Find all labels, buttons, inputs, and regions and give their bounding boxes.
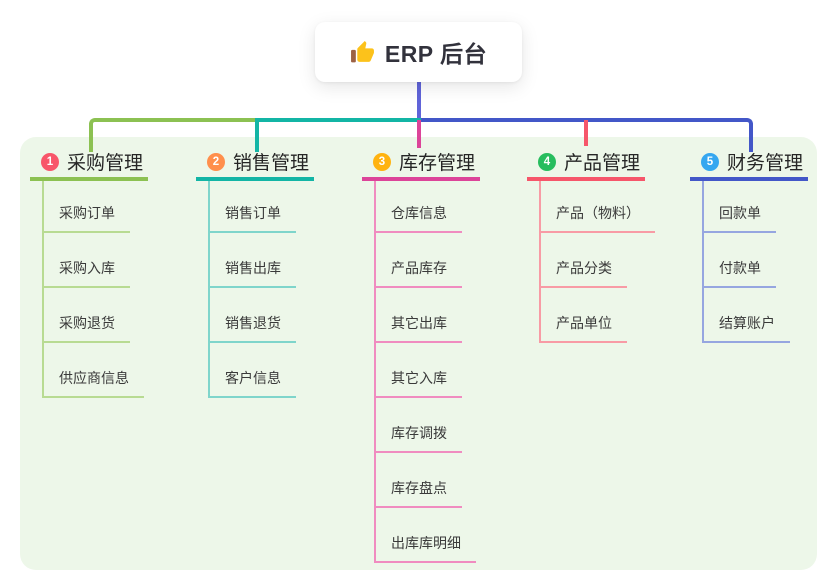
- thumbs-up-icon: [350, 40, 374, 62]
- child-node-label: 其它入库: [391, 370, 447, 386]
- child-node[interactable]: 付款单: [702, 250, 776, 288]
- branch-node-5[interactable]: 5 财务管理: [690, 146, 808, 181]
- child-node-label: 其它出库: [391, 315, 447, 331]
- branch-children-connector: [539, 181, 541, 343]
- branch-number-badge: 3: [373, 152, 391, 171]
- branch-node-2[interactable]: 2 销售管理: [196, 146, 314, 181]
- branch-number-badge: 5: [701, 152, 719, 171]
- child-node-label: 供应商信息: [59, 370, 129, 386]
- child-node[interactable]: 结算账户: [702, 305, 790, 343]
- root-node-label: ERP 后台: [384, 41, 488, 67]
- child-node[interactable]: 其它入库: [374, 360, 462, 398]
- child-node-label: 付款单: [719, 260, 761, 276]
- child-node[interactable]: 销售退货: [208, 305, 296, 343]
- child-node[interactable]: 库存调拨: [374, 415, 462, 453]
- branch-children-connector: [208, 181, 210, 398]
- child-node-label: 结算账户: [719, 315, 775, 331]
- branch-label: 财务管理: [727, 153, 804, 174]
- child-node[interactable]: 客户信息: [208, 360, 296, 398]
- root-connector-line: [417, 80, 421, 120]
- branch-children-connector: [374, 181, 376, 563]
- bus-segment-middle: [255, 118, 425, 152]
- child-node-label: 产品库存: [391, 260, 447, 276]
- branch-node-1[interactable]: 1 采购管理: [30, 146, 148, 181]
- child-node-label: 销售订单: [225, 205, 281, 221]
- child-node[interactable]: 库存盘点: [374, 470, 462, 508]
- child-node[interactable]: 产品分类: [539, 250, 627, 288]
- child-node-label: 库存盘点: [391, 480, 447, 496]
- child-node-label: 客户信息: [225, 370, 281, 386]
- branch-drop-inventory: [417, 120, 421, 148]
- branch-number-badge: 1: [41, 152, 59, 171]
- child-node[interactable]: 采购订单: [42, 195, 130, 233]
- child-node-label: 仓库信息: [391, 205, 447, 221]
- child-node-label: 产品（物料）: [556, 205, 640, 221]
- branch-drop-product: [584, 120, 588, 146]
- child-node-label: 回款单: [719, 205, 761, 221]
- child-node[interactable]: 供应商信息: [42, 360, 144, 398]
- branch-number-badge: 2: [207, 152, 225, 171]
- branch-children-connector: [702, 181, 704, 343]
- child-node-label: 销售退货: [225, 315, 281, 331]
- child-node-label: 采购退货: [59, 315, 115, 331]
- branch-label: 销售管理: [233, 153, 310, 174]
- child-node[interactable]: 采购入库: [42, 250, 130, 288]
- branch-label: 产品管理: [564, 153, 641, 174]
- child-node[interactable]: 其它出库: [374, 305, 462, 343]
- branch-label: 采购管理: [67, 153, 144, 174]
- child-node[interactable]: 回款单: [702, 195, 776, 233]
- child-node[interactable]: 产品单位: [539, 305, 627, 343]
- branch-node-3[interactable]: 3 库存管理: [362, 146, 480, 181]
- child-node[interactable]: 采购退货: [42, 305, 130, 343]
- child-node-label: 产品单位: [556, 315, 612, 331]
- bus-segment-left: [89, 118, 259, 152]
- child-node-label: 产品分类: [556, 260, 612, 276]
- child-node-label: 采购订单: [59, 205, 115, 221]
- child-node[interactable]: 销售出库: [208, 250, 296, 288]
- child-node-label: 出库库明细: [391, 535, 461, 551]
- child-node[interactable]: 销售订单: [208, 195, 296, 233]
- branch-node-4[interactable]: 4 产品管理: [527, 146, 645, 181]
- branch-number-badge: 4: [538, 152, 556, 171]
- child-node[interactable]: 仓库信息: [374, 195, 462, 233]
- child-node-label: 库存调拨: [391, 425, 447, 441]
- child-node[interactable]: 出库库明细: [374, 525, 476, 563]
- branch-children-connector: [42, 181, 44, 398]
- branch-label: 库存管理: [399, 153, 476, 174]
- child-node[interactable]: 产品库存: [374, 250, 462, 288]
- child-node-label: 采购入库: [59, 260, 115, 276]
- mindmap-panel: [20, 137, 817, 570]
- root-node[interactable]: ERP 后台: [315, 22, 522, 82]
- child-node-label: 销售出库: [225, 260, 281, 276]
- child-node[interactable]: 产品（物料）: [539, 195, 655, 233]
